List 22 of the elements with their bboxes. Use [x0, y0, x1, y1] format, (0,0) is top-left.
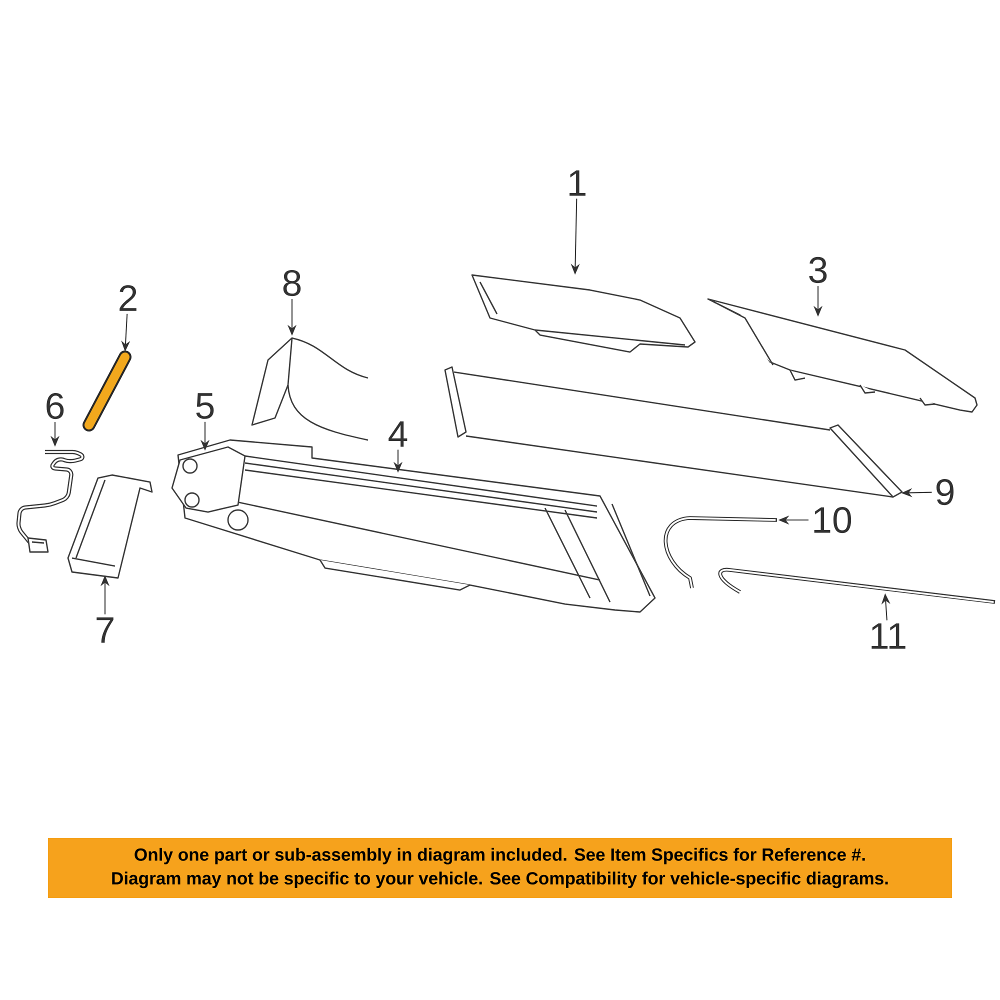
part-drawing: [707, 298, 978, 413]
callout-number: 5: [196, 393, 214, 419]
part-drawing: [16, 450, 84, 553]
part-drawing: [82, 350, 132, 432]
part-drawing: [67, 474, 153, 579]
part-drawing: [251, 337, 368, 441]
part-drawing: [171, 446, 249, 531]
callout-number: 8: [283, 270, 301, 296]
callout-number: 2: [120, 285, 136, 311]
callout-number: 11: [872, 623, 906, 649]
callout-number: 10: [814, 506, 852, 534]
part-drawing: [718, 568, 996, 604]
part-drawing: [664, 516, 778, 589]
callout-number: 4: [388, 421, 408, 447]
callout-number: 9: [936, 478, 954, 506]
callout-number: 6: [46, 392, 64, 420]
notice-banner: Only one part or sub-assembly in diagram included. See Item Specifics for Reference #. Diagram may not be specific to your vehicle. See Compatibility for vehicle-specific diagrams.: [48, 838, 952, 898]
callout-number: 1: [570, 170, 586, 196]
callout-number: 7: [96, 617, 114, 643]
part-drawing: [471, 274, 696, 353]
callout-number: 3: [809, 256, 827, 284]
part-drawing: [444, 366, 903, 498]
